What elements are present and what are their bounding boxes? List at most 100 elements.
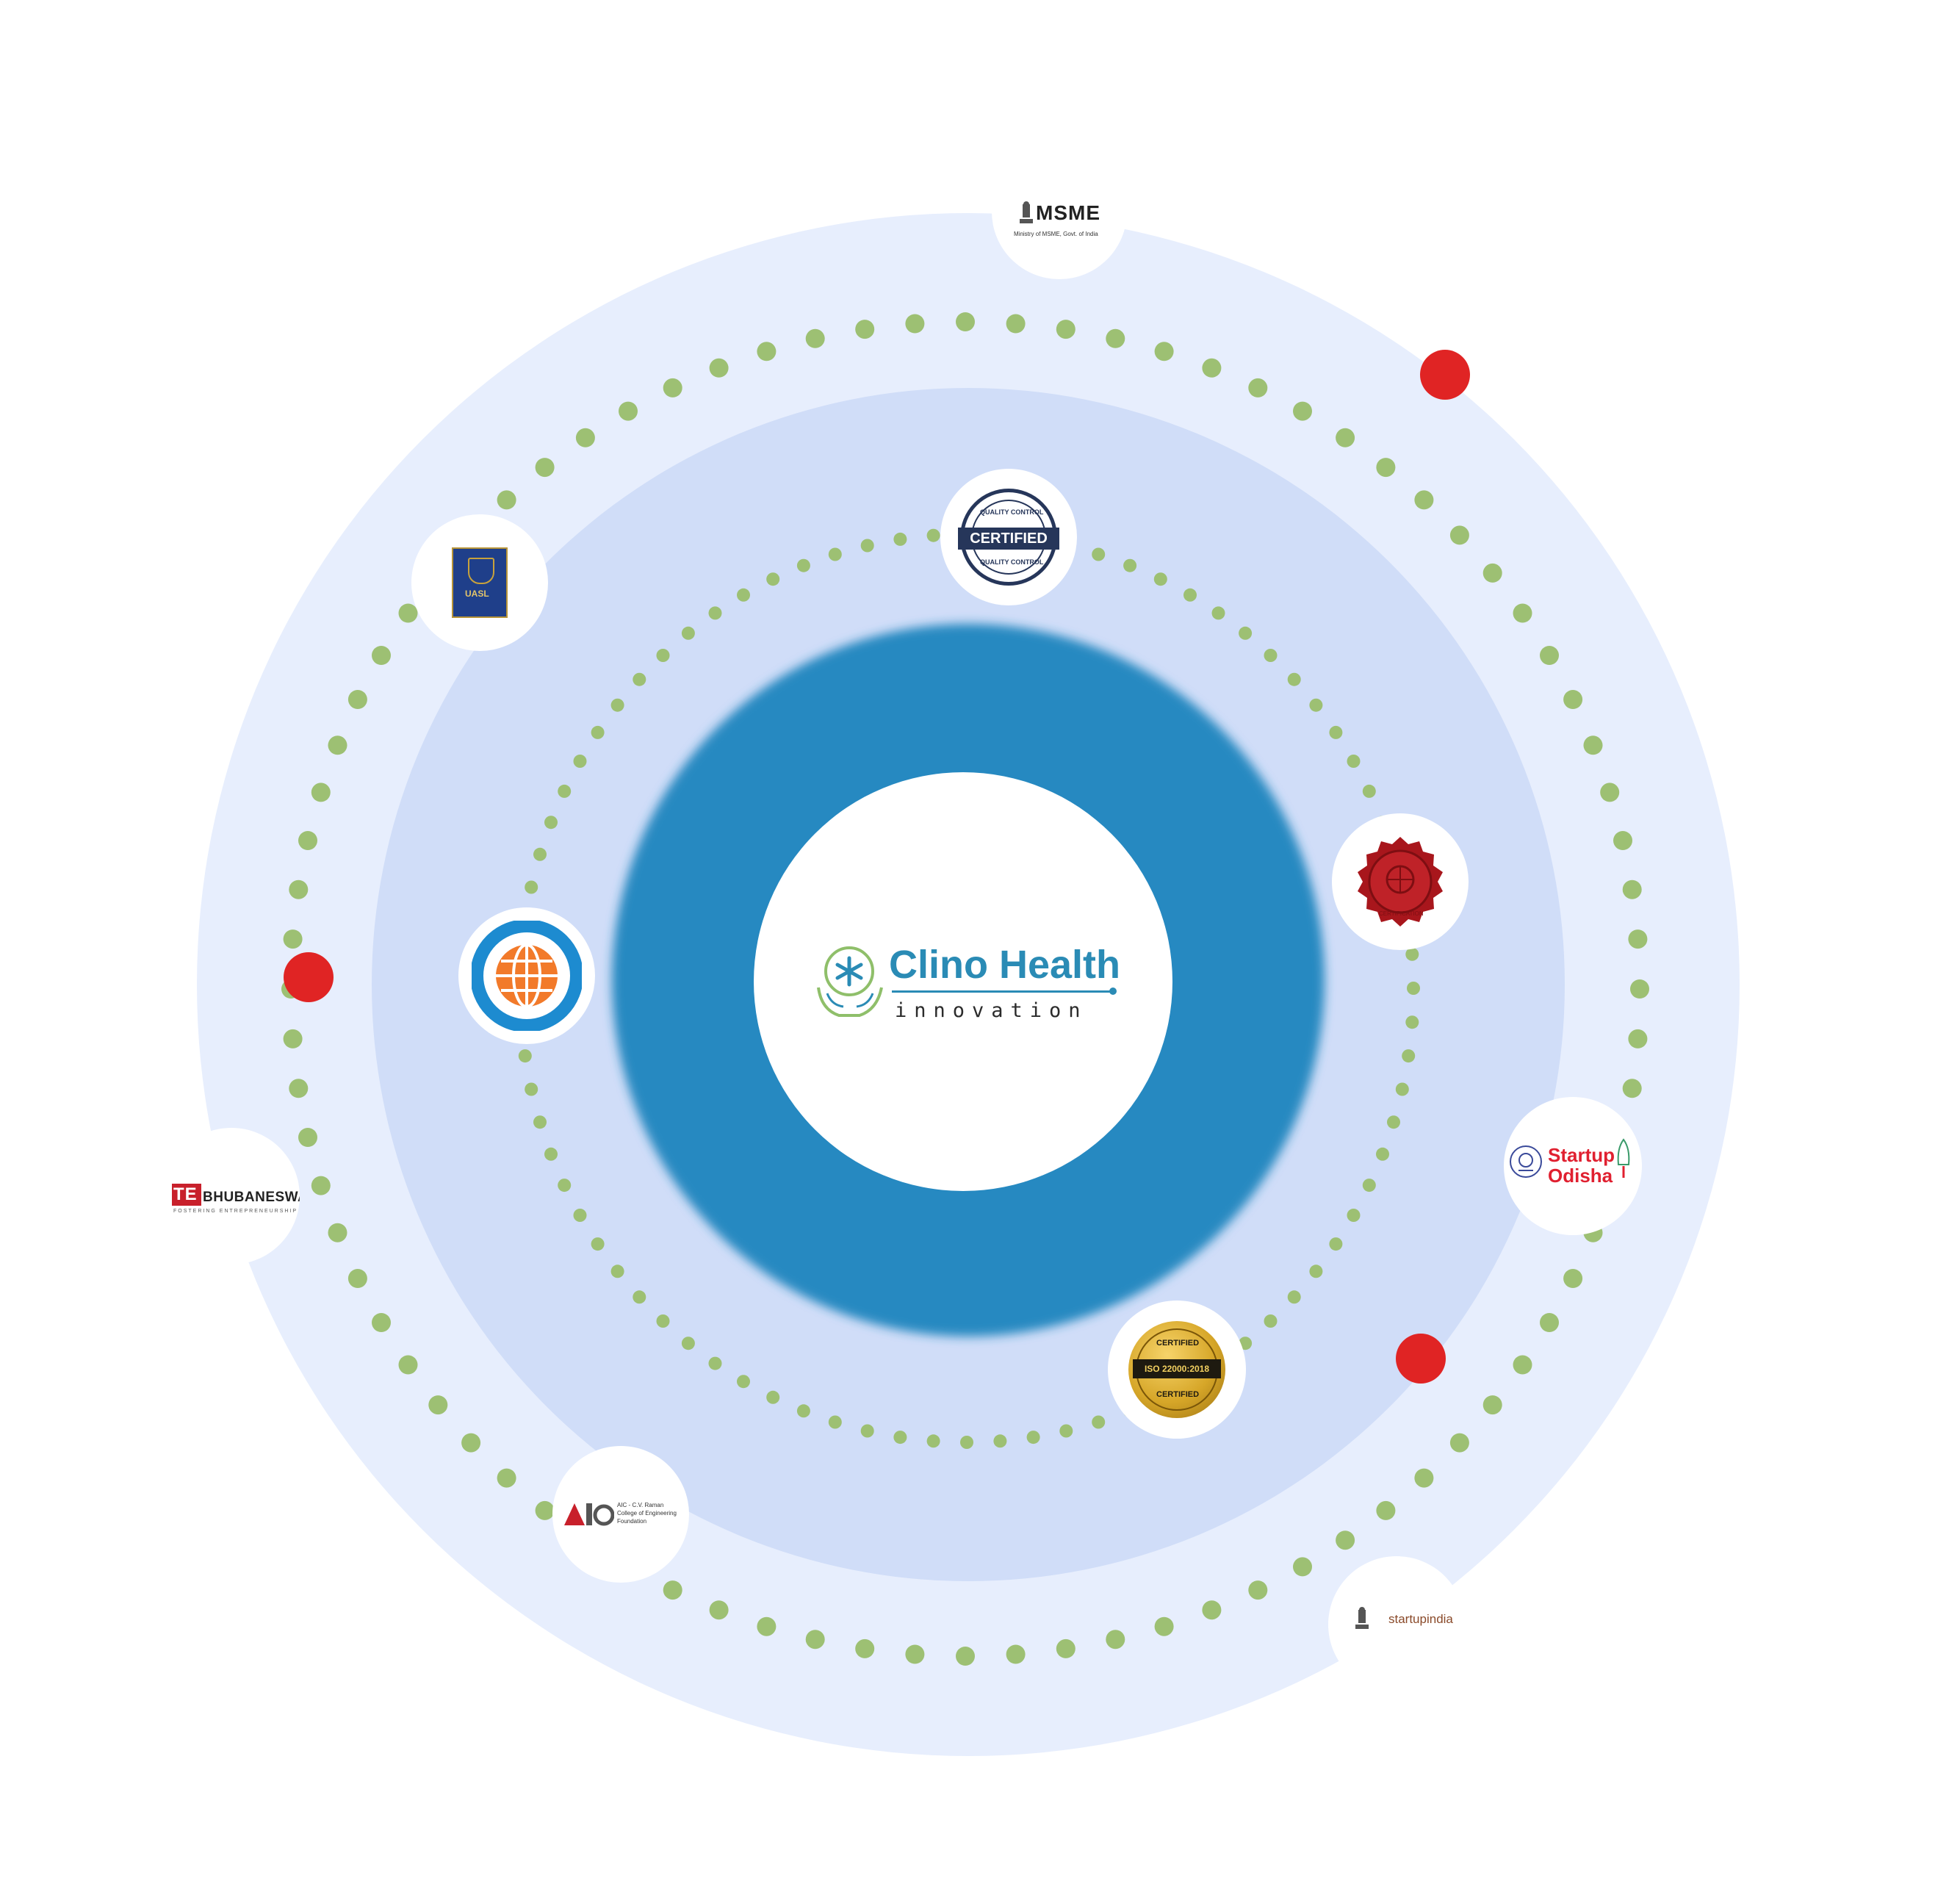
quality-control-globe-badge: Quality Control Certification — [458, 907, 595, 1044]
outer-orbit-dot — [311, 783, 331, 802]
outer-orbit-dot — [1154, 342, 1174, 361]
inner-orbit-dot — [1309, 698, 1323, 712]
startup-odisha-line2: Odisha — [1548, 1165, 1613, 1187]
outer-orbit-dot — [347, 690, 367, 709]
inner-orbit-dot — [1347, 1209, 1361, 1222]
outer-orbit-dot — [805, 328, 825, 348]
brand-underline — [892, 990, 1112, 993]
inner-orbit-dot — [828, 547, 842, 561]
inner-orbit-dot — [1395, 1082, 1409, 1096]
outer-orbit-dot — [1248, 378, 1268, 397]
outer-orbit-dot — [1583, 735, 1603, 755]
outer-orbit-dot — [1248, 1580, 1268, 1600]
outer-orbit-dot — [1202, 1600, 1222, 1620]
outer-orbit-dot — [1563, 690, 1583, 709]
outer-orbit-dot — [757, 342, 777, 361]
outer-orbit-dot — [497, 490, 516, 510]
outer-orbit-dot — [855, 320, 875, 339]
inner-orbit-dot — [1407, 982, 1420, 995]
outer-orbit-dot — [1006, 314, 1026, 334]
inner-orbit-dot — [1329, 1237, 1343, 1251]
outer-orbit-dot — [1513, 603, 1532, 623]
outer-orbit-dot — [1202, 358, 1222, 378]
iso-bottom-text: CERTIFIED — [1156, 1390, 1200, 1399]
qc-middle-text: CERTIFIED — [970, 530, 1048, 547]
inner-orbit-dot — [1287, 1290, 1301, 1304]
inner-orbit-dot — [737, 1375, 750, 1389]
outer-orbit-dot — [1600, 783, 1620, 802]
outer-orbit-dot — [1622, 1079, 1642, 1098]
inner-orbit-dot — [1026, 1431, 1040, 1445]
outer-orbit-dot — [1414, 1468, 1434, 1488]
inner-orbit-dot — [1264, 1314, 1278, 1328]
outer-orbit-dot — [1006, 1644, 1026, 1664]
outer-orbit-dot — [398, 1355, 418, 1375]
inner-orbit-dot — [1211, 606, 1225, 620]
inner-orbit-dot — [1123, 558, 1137, 572]
inner-orbit-dot — [993, 1434, 1007, 1448]
inner-orbit-dot — [828, 1415, 842, 1429]
outer-orbit-dot — [283, 1029, 303, 1048]
inner-orbit-dot — [860, 539, 874, 553]
outer-orbit-dot — [372, 646, 391, 665]
outer-orbit-dot — [289, 1079, 309, 1098]
inner-orbit-dot — [558, 784, 572, 798]
outer-orbit-dot — [1336, 428, 1355, 447]
outer-orbit-dot — [1154, 1616, 1174, 1636]
inner-orbit-dot — [558, 1179, 572, 1192]
outer-orbit-dot — [1293, 1557, 1312, 1577]
outer-orbit-dot — [1628, 929, 1648, 949]
msme-badge: MSME Ministry of MSME, Govt. of India — [992, 144, 1127, 279]
accent-dot-top-right — [1420, 350, 1470, 400]
outer-orbit-dot — [805, 1630, 825, 1650]
outer-orbit-dot — [1414, 490, 1434, 510]
inner-orbit-dot — [656, 1314, 670, 1328]
brand-name: Clino Health — [889, 943, 1121, 987]
outer-orbit-dot — [398, 603, 418, 623]
inner-orbit-dot — [610, 1265, 624, 1278]
inner-orbit-dot — [766, 572, 780, 586]
msme-caption: Ministry of MSME, Govt. of India — [1014, 231, 1098, 237]
outer-orbit-dot — [1540, 1313, 1559, 1332]
national-emblem-icon — [1020, 201, 1033, 223]
brand-underline-dot — [1109, 988, 1117, 995]
inner-orbit-dot — [926, 1434, 940, 1448]
inner-orbit-dot — [1329, 725, 1343, 739]
iso-gold-seal: CERTIFIED ISO 22000:2018 CERTIFIED — [1128, 1321, 1225, 1418]
inner-orbit-dot — [544, 1147, 558, 1161]
outer-orbit-dot — [619, 401, 638, 421]
inner-orbit-dot — [708, 606, 722, 620]
inner-orbit-dot — [1405, 1015, 1419, 1029]
outer-orbit-dot — [1630, 979, 1649, 999]
outer-orbit-dot — [298, 831, 317, 850]
accent-dot-bottom-right — [1396, 1334, 1446, 1384]
outer-orbit-dot — [461, 1433, 481, 1453]
startup-odisha-badge: Startup Odisha — [1504, 1097, 1642, 1235]
inner-orbit-dot — [766, 1390, 780, 1404]
wax-seal-icon — [1358, 837, 1443, 927]
outer-orbit-dot — [905, 314, 925, 334]
accent-dot-left — [284, 952, 334, 1002]
outer-orbit-dot — [283, 929, 303, 949]
inner-orbit-dot — [1362, 784, 1376, 798]
inner-orbit-dot — [633, 1290, 646, 1304]
inner-orbit-dot — [893, 532, 907, 546]
uasl-crest-icon — [468, 558, 494, 584]
inner-orbit-dot — [1402, 1049, 1416, 1063]
outer-orbit-dot — [663, 1580, 682, 1600]
inner-orbit-dot — [1405, 947, 1419, 961]
inner-orbit-dot — [796, 558, 810, 572]
outer-orbit-dot — [663, 378, 682, 397]
inner-orbit-dot — [610, 698, 624, 712]
outer-orbit-dot — [709, 358, 729, 378]
brand-tagline: innovation — [895, 999, 1088, 1022]
aic-line3: Foundation — [617, 1518, 647, 1525]
core-center — [754, 772, 1172, 1191]
outer-orbit-dot — [535, 458, 555, 478]
inner-orbit-dot — [1239, 626, 1253, 640]
medical-hands-icon — [817, 946, 883, 1017]
outer-orbit-dot — [757, 1616, 777, 1636]
outer-orbit-dot — [1482, 1395, 1502, 1415]
outer-orbit-dot — [1376, 458, 1396, 478]
aic-line2: College of Engineering — [617, 1510, 677, 1517]
